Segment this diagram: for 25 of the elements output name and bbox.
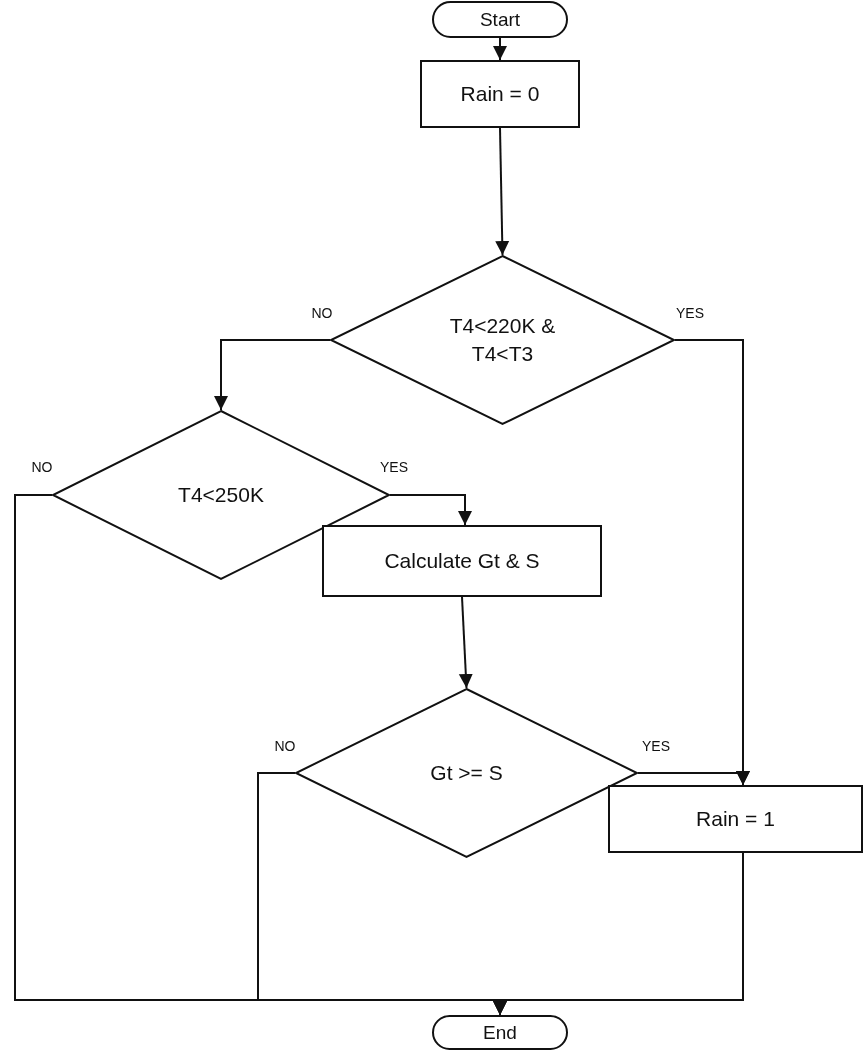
process-box	[608, 785, 863, 853]
arrow	[458, 596, 473, 689]
arrow	[637, 771, 750, 786]
edge-label: NO	[272, 738, 298, 754]
process-box	[322, 525, 602, 597]
arrow	[493, 852, 744, 1016]
node-label: Rain = 0	[460, 80, 540, 107]
decision-diamond	[295, 688, 638, 858]
node-label: Start	[479, 7, 521, 32]
edge-label: YES	[674, 305, 706, 321]
node-label: End	[483, 1020, 517, 1045]
arrow	[214, 339, 331, 411]
node-label: T4<220K & T4<T3	[448, 312, 557, 367]
arrow	[495, 127, 510, 256]
edge-label: YES	[378, 459, 410, 475]
node-label: Calculate Gt & S	[384, 547, 540, 574]
node-label: T4<250K	[178, 481, 264, 508]
process-box	[420, 60, 580, 128]
node-label: Gt >= S	[430, 759, 503, 786]
arrow	[493, 37, 507, 61]
edge-label: YES	[640, 738, 672, 754]
edge-label: NO	[29, 459, 55, 475]
arrow	[389, 494, 472, 526]
node-label: Rain = 1	[696, 805, 775, 832]
decision-diamond	[330, 255, 675, 425]
